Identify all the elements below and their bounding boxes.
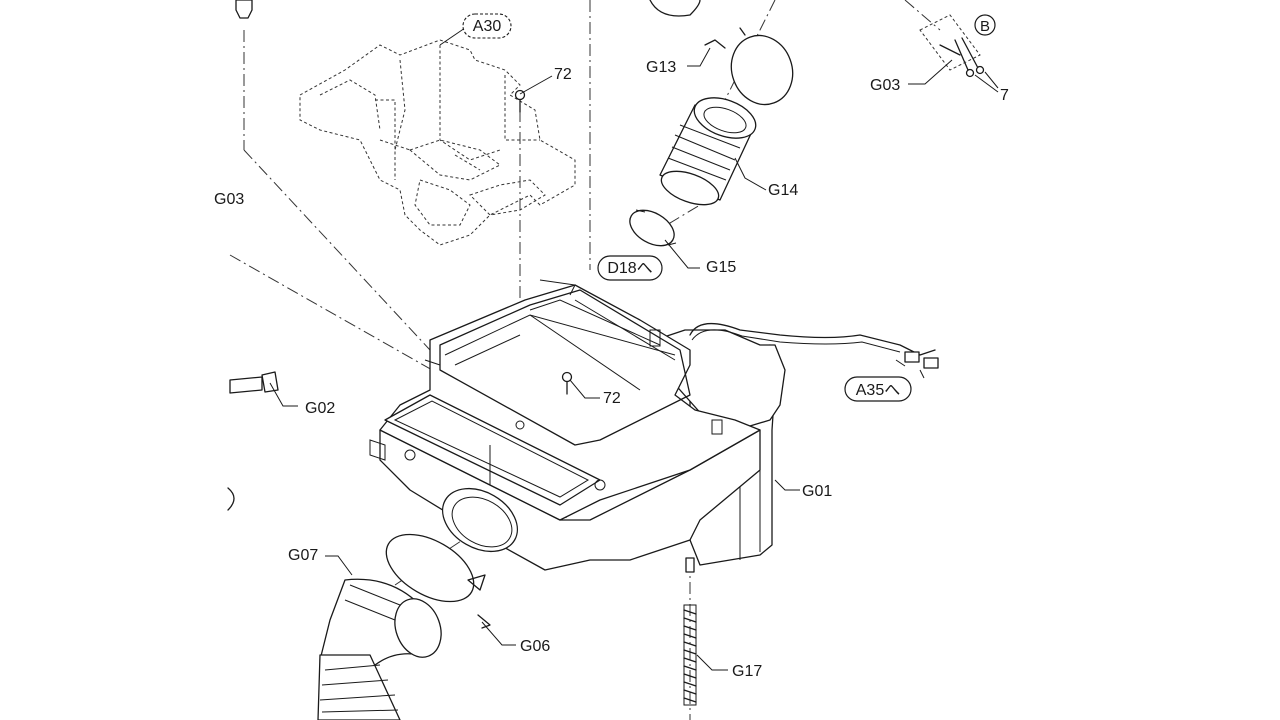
gasket-g13 xyxy=(730,34,794,106)
label-72-top: 72 xyxy=(554,66,572,83)
label-g07: G07 xyxy=(288,547,318,564)
d18-callout-box xyxy=(597,255,663,281)
label-g13: G13 xyxy=(646,59,676,76)
a30-callout-box xyxy=(462,13,512,39)
gasket-g06 xyxy=(385,533,475,603)
b-callout-circle xyxy=(974,14,996,36)
clip-g06 xyxy=(467,574,491,629)
label-a30: A30 xyxy=(473,18,502,35)
label-g01: G01 xyxy=(802,483,832,500)
label-7: 7 xyxy=(1000,87,1009,104)
plug-top-left xyxy=(235,0,253,19)
a30-phantom-assembly xyxy=(299,39,576,246)
label-g06: G06 xyxy=(520,638,550,655)
label-g17: G17 xyxy=(732,663,762,680)
screws-top-right xyxy=(919,14,985,78)
label-d18: D18へ xyxy=(607,260,652,277)
label-72-mid: 72 xyxy=(603,390,621,407)
label-b: B xyxy=(980,18,990,35)
spring-g17 xyxy=(683,604,697,706)
label-g14: G14 xyxy=(768,182,798,199)
leader-lines xyxy=(269,27,999,671)
a35-callout-box xyxy=(844,376,912,402)
duct-g14 xyxy=(659,97,757,206)
gasket-g15 xyxy=(629,209,675,247)
top-ring-partial xyxy=(649,0,701,17)
duct-g07 xyxy=(317,578,442,720)
label-g15: G15 xyxy=(706,259,736,276)
screw-72-mid xyxy=(561,371,573,395)
hose-g02 xyxy=(229,371,279,394)
label-g03-left: G03 xyxy=(214,191,244,208)
label-a35: A35へ xyxy=(856,382,900,399)
label-g03-top: G03 xyxy=(870,77,900,94)
label-g02: G02 xyxy=(305,400,335,417)
left-partial-circle xyxy=(227,487,235,511)
clip-g13 xyxy=(704,27,746,49)
main-housing-g01 xyxy=(369,279,939,573)
